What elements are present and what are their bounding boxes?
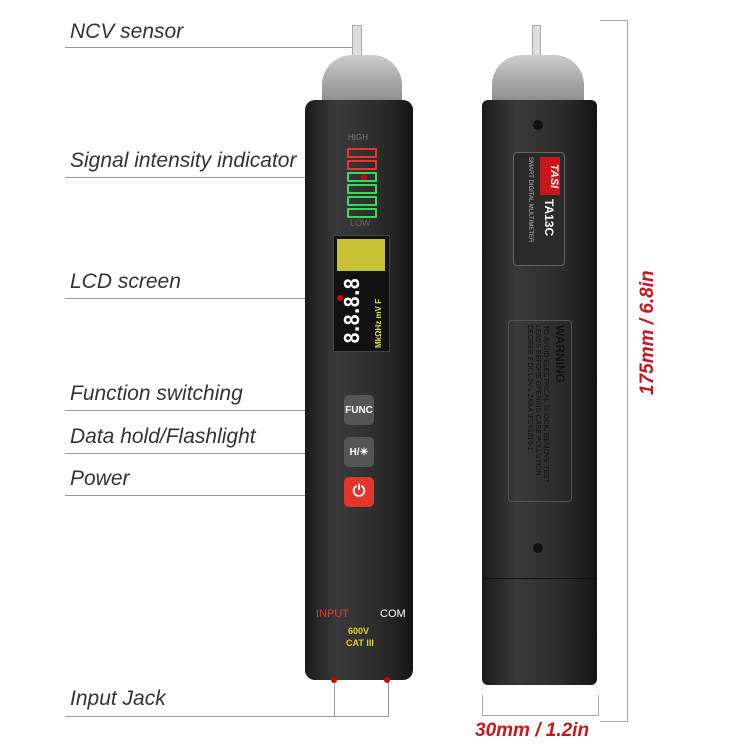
callout-line: [65, 495, 345, 496]
signal-bar-green: [347, 172, 377, 182]
function-button[interactable]: FUNC: [344, 395, 374, 425]
brand-plate: TASI TA13C SMART DIGITAL MULTIMETER: [513, 152, 565, 266]
signal-bar-red: [347, 148, 377, 158]
power-button[interactable]: ⏻: [344, 477, 374, 507]
power-icon: ⏻: [352, 483, 366, 500]
marker-dot: [337, 295, 343, 301]
marker-dot: [361, 174, 367, 180]
callout-input-jack: Input Jack: [70, 687, 166, 710]
lcd-screen: 8.8.8.8 MkΩHz mV F: [333, 235, 390, 352]
ncv-cap: [322, 55, 402, 105]
warning-title: WARNING: [553, 325, 567, 383]
voltage-rating: 600V: [348, 626, 370, 636]
callout-power: Power: [70, 467, 130, 490]
high-label: HIGH: [348, 133, 368, 142]
lcd-icons: [337, 239, 385, 271]
callout-hold: Data hold/Flashlight: [70, 425, 256, 448]
callout-ncv-sensor: NCV sensor: [70, 20, 184, 43]
warning-label: WARNING TO AVOID ELECTRICAL SHOCK, REMOV…: [508, 320, 572, 502]
width-dim-line: [482, 695, 599, 716]
subtitle: SMART DIGITAL MULTIMETER: [527, 157, 533, 243]
signal-bar-red: [347, 160, 377, 170]
screw: [533, 543, 543, 553]
com-label: COM: [380, 608, 406, 620]
callout-line: [65, 177, 360, 178]
signal-bar-green: [347, 184, 377, 194]
low-label: LOW: [350, 218, 371, 228]
hold-flashlight-button[interactable]: H/☀: [344, 437, 374, 467]
model-name: TA13C: [542, 199, 556, 237]
width-dimension: 30mm / 1.2in: [475, 720, 590, 741]
callout-line: [65, 298, 340, 299]
input-jack: [331, 677, 337, 683]
brand-logo: TASI: [540, 157, 560, 195]
lcd-units: MkΩHz mV F: [374, 298, 383, 348]
warning-text: TO AVOID ELECTRICAL SHOCK, REMOVE TEST L…: [526, 325, 549, 483]
signal-bar-green: [347, 196, 377, 206]
cap-seam: [482, 578, 597, 579]
screw: [533, 120, 543, 130]
callout-lcd: LCD screen: [70, 270, 181, 293]
height-dimension: 175mm / 6.8in: [637, 270, 658, 395]
signal-bar-green: [347, 208, 377, 218]
callout-line: [65, 453, 345, 454]
ncv-cap-back: [492, 55, 584, 105]
callout-line: [65, 47, 355, 48]
callout-signal-indicator: Signal intensity indicator: [70, 149, 297, 172]
height-dim-line: [600, 20, 628, 722]
jack-bracket: [334, 680, 389, 717]
callout-line: [65, 716, 360, 717]
cat-rating: CAT III: [346, 638, 374, 648]
callout-function: Function switching: [70, 382, 243, 405]
com-jack: [384, 677, 390, 683]
input-label: INPUT: [316, 608, 349, 620]
callout-line: [65, 410, 345, 411]
lcd-digits: 8.8.8.8: [340, 280, 364, 344]
